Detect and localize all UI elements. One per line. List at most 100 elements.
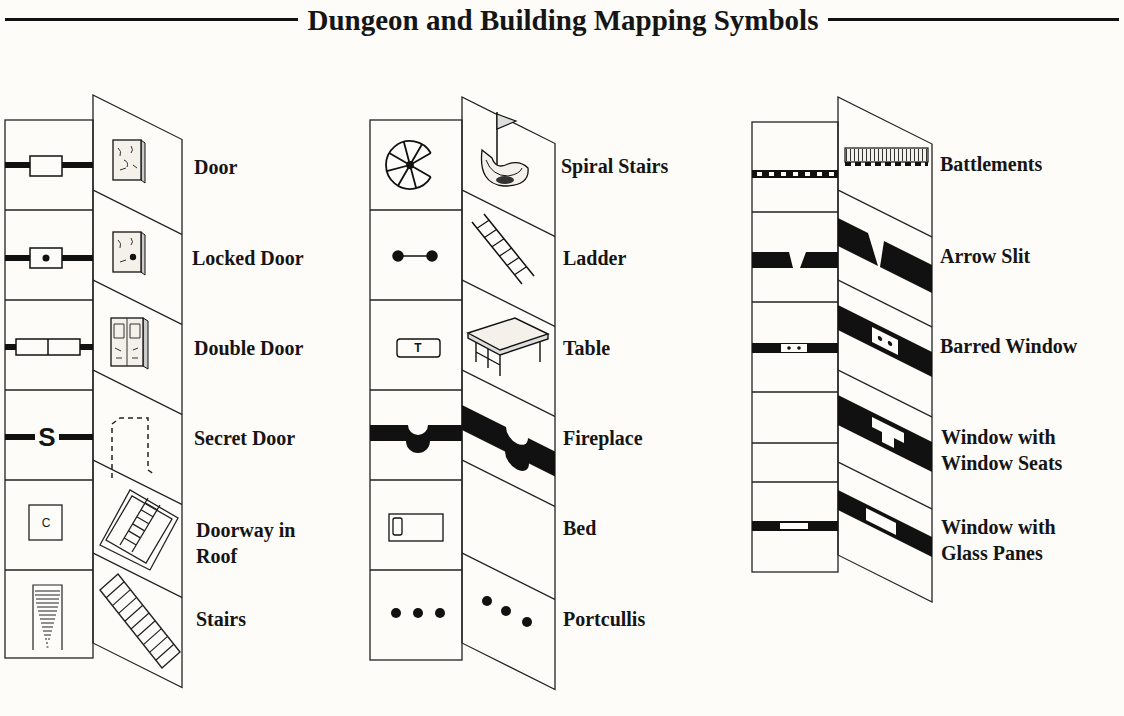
portcullis-symbol [435,608,445,618]
window-seat-band [838,395,932,472]
arrow-slit-symbol [752,252,793,268]
locked-door-symbol [130,254,136,260]
symbol-label: Double Door [194,335,303,361]
perspective-panel [838,97,932,602]
perspective-panel [462,97,555,689]
portcullis-symbol [501,606,511,616]
battlements-symbol [752,170,838,178]
plan-cells [370,120,462,660]
portcullis-symbol [482,596,492,606]
glass-window-band [838,490,932,557]
spiral-stairs-symbol [481,150,528,186]
glass-window-band [838,490,932,557]
symbol-label: Secret Door [194,425,295,451]
table-symbol [468,318,548,350]
symbol-label: Doorway in Roof [196,517,306,569]
door-symbol [30,156,62,176]
barred-window-band [888,340,892,347]
locked-door-symbol [5,232,145,275]
door-symbol [113,140,141,180]
battlements-symbol [757,172,762,176]
arrow-slit-band [880,239,932,293]
portcullis-symbol [391,596,532,627]
symbol-label: Spiral Stairs [561,153,668,179]
spiral-stairs-symbol [386,112,528,189]
glass-window-symbol [752,521,838,531]
window-seat-band [838,395,932,472]
fireplace-symbol [408,415,428,435]
ladder-symbol [393,214,534,284]
arrow-slit-symbol [752,252,838,268]
symbol-label: Window with Glass Panes [941,514,1091,566]
barred-window-symbol [787,346,791,350]
battlements-symbol [805,172,810,176]
battlements-symbol [757,172,834,176]
arrow-slit-symbol [800,252,838,268]
stairs-symbol [106,582,174,660]
symbol-label: Fireplace [563,425,643,451]
spiral-stairs-symbol [497,114,516,129]
ladder-symbol [472,214,534,284]
glass-window-band [866,508,896,535]
stairs-symbol [33,585,62,650]
fireplace-band [462,394,555,488]
chart-title: Dungeon and Building Mapping Symbols [298,3,829,37]
table-symbol [476,342,540,376]
stairs-symbol [45,639,50,647]
symbol-letter: S [35,423,58,451]
battlements-symbol [769,172,774,176]
barred-window-symbol [752,343,838,353]
table-symbol [397,318,548,376]
roof-doorway-symbol [29,490,178,570]
perspective-panel [462,190,555,599]
battlements-symbol [781,172,786,176]
plan-cells [370,210,462,570]
door-symbol [118,146,137,170]
table-symbol [397,339,440,357]
battlements-symbol [793,172,798,176]
barred-window-symbol [781,344,807,352]
perspective-panel [93,190,182,597]
battlements-symbol [829,172,834,176]
plan-cells [370,120,462,660]
symbol-letter: T [414,341,421,355]
spiral-stairs-symbol [496,176,514,184]
barred-window-band [838,305,932,377]
arrow-slit-band [838,218,932,293]
symbol-label: Ladder [563,245,626,271]
symbol-label: Portcullis [563,606,645,632]
plan-cells [5,210,93,570]
perspective-panel [462,97,555,689]
battlements-symbol [817,172,822,176]
portcullis-symbol [391,608,401,618]
perspective-panel [838,190,932,509]
spiral-stairs-symbol [486,160,522,176]
portcullis-symbol [522,617,532,627]
secret-door-symbol [5,418,154,478]
fireplace-symbol [370,415,462,453]
bed-symbol [393,518,402,535]
plan-cells [752,122,838,572]
locked-door-symbol [113,232,141,272]
double-door-symbol [111,318,143,366]
symbol-label: Bed [563,515,596,541]
barred-window-band [838,305,932,377]
battlements-symbol [845,148,928,162]
barred-window-symbol [752,343,838,353]
perspective-panel [93,95,182,687]
locked-door-symbol [30,248,62,268]
battlements-symbol [846,149,927,161]
symbol-letter: C [42,516,51,530]
plan-cells [5,120,93,658]
arrow-slit-band [838,218,878,266]
perspective-panel [93,95,182,687]
perspective-panel [838,97,932,602]
fireplace-band [462,405,555,476]
symbol-label: Stairs [196,606,246,632]
spiral-stairs-symbol [386,141,431,189]
symbol-label: Arrow Slit [940,243,1030,269]
double-door-symbol [143,318,148,369]
bed-symbol [389,514,443,541]
double-door-symbol [16,339,80,355]
